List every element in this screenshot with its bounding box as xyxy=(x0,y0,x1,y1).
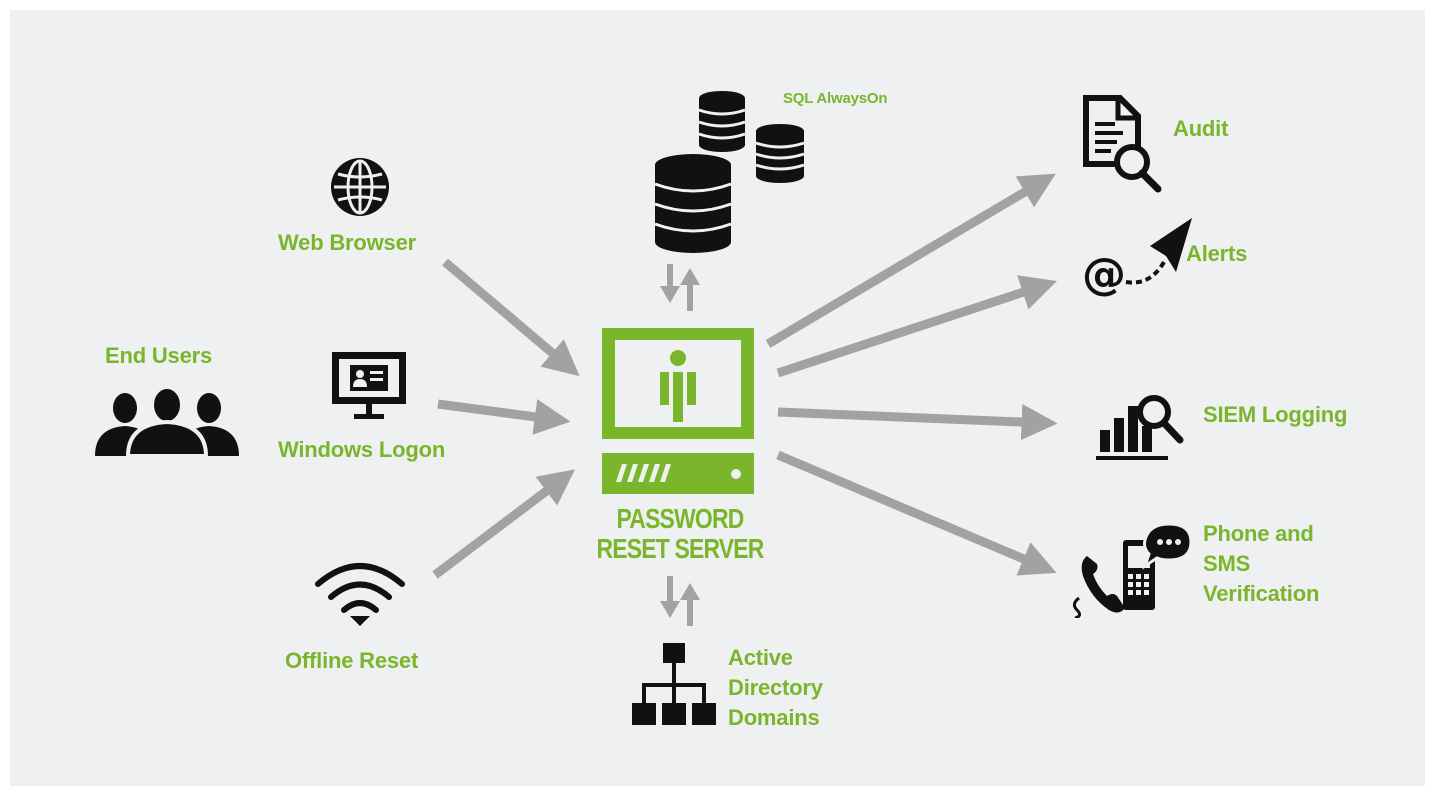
alerts-label: Alerts xyxy=(1186,241,1248,266)
wifi-icon xyxy=(315,563,405,626)
arrow-server-to-audit xyxy=(765,173,1056,348)
arrow-offline-reset-to-server xyxy=(432,469,576,579)
diagram-canvas: PASSWORD RESET SERVER End Users Web Brow… xyxy=(10,10,1425,786)
sql-sync-arrows xyxy=(660,264,700,311)
offline-reset-label: Offline Reset xyxy=(285,648,419,673)
connector-arrows xyxy=(432,173,1058,626)
sql-alwayson-label: SQL AlwaysOn xyxy=(783,90,888,107)
password-reset-server-icon xyxy=(602,328,754,494)
monitor-id-card-icon xyxy=(332,352,406,419)
server-title: PASSWORD RESET SERVER xyxy=(590,504,770,564)
arrow-windows-logon-to-server xyxy=(437,399,571,435)
arrow-web-browser-to-server xyxy=(442,258,580,377)
ad-sync-arrows xyxy=(660,576,700,626)
web-browser-label: Web Browser xyxy=(278,230,416,255)
globe-icon xyxy=(331,158,389,216)
svg-text:@: @ xyxy=(1082,249,1126,300)
server-title-line2: RESET SERVER xyxy=(596,533,764,564)
document-search-icon xyxy=(1083,95,1162,193)
database-icon xyxy=(654,91,805,253)
phone-sms-icon xyxy=(1072,522,1193,618)
audit-label: Audit xyxy=(1173,116,1229,141)
users-group-icon xyxy=(95,386,239,456)
siem-logging-label: SIEM Logging xyxy=(1203,402,1348,427)
arrow-server-to-phone xyxy=(776,450,1057,576)
server-title-line1: PASSWORD xyxy=(616,503,745,534)
org-chart-icon xyxy=(632,643,716,725)
bar-chart-search-icon xyxy=(1096,395,1184,460)
arrow-server-to-alerts xyxy=(776,275,1057,378)
active-directory-label: Active Directory Domains xyxy=(728,645,823,730)
end-users-label: End Users xyxy=(105,343,213,368)
windows-logon-label: Windows Logon xyxy=(278,437,446,462)
phone-sms-label: Phone and SMS Verification xyxy=(1203,521,1320,606)
arrow-server-to-siem xyxy=(777,404,1058,441)
email-send-icon: @ xyxy=(1082,218,1192,300)
